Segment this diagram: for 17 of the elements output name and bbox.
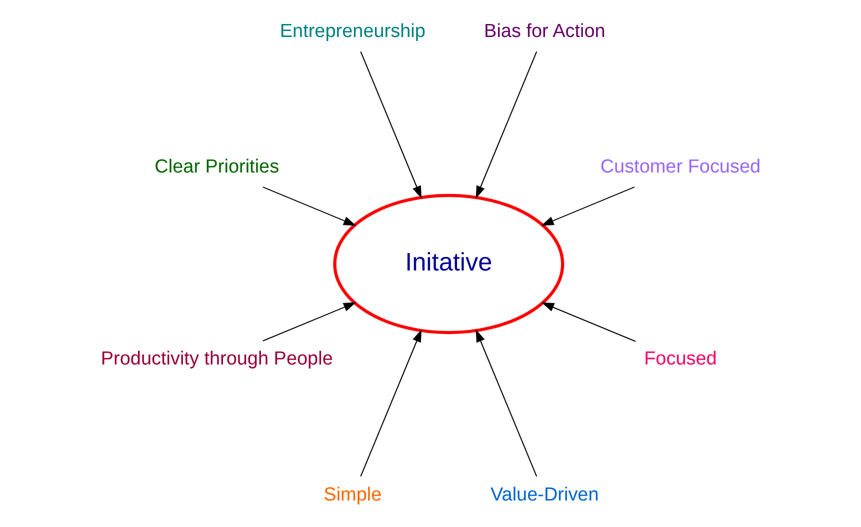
node-ellipse: Initative: [332, 193, 564, 334]
arrow: [540, 302, 636, 342]
arrow: [475, 50, 537, 198]
arrow: [262, 186, 356, 226]
node-text: Clear Priorities: [154, 156, 279, 178]
arrow: [540, 186, 634, 226]
arrow: [262, 302, 356, 341]
node-text: Productivity through People: [100, 348, 332, 370]
node-text: Focused: [644, 348, 716, 370]
arrow: [360, 50, 422, 198]
node-text: Simple: [323, 484, 382, 505]
node-text: Customer Focused: [600, 156, 760, 178]
node-text: Value-Driven: [490, 484, 598, 505]
arrow: [360, 328, 422, 476]
arrow: [475, 328, 537, 476]
node-text: Bias for Action: [484, 20, 605, 42]
node-text: Entrepreneurship: [279, 20, 425, 42]
